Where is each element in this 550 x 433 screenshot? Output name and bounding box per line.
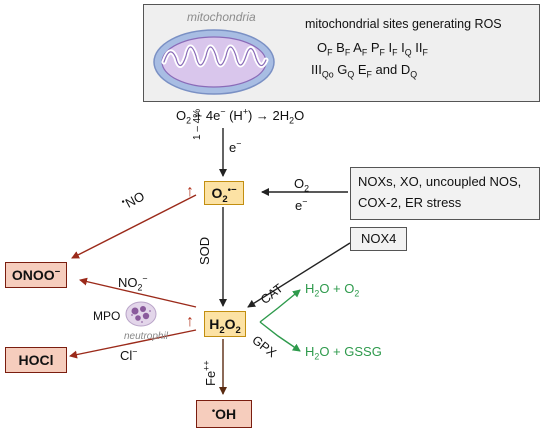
neutrophil-label: neutrophil xyxy=(124,331,168,342)
catalase-product: H2O + O2 xyxy=(305,281,360,299)
hydrogen-peroxide-box: H2O2 xyxy=(204,311,246,337)
electron-label-right: e− xyxy=(295,196,308,213)
neutrophil-icon xyxy=(125,301,157,327)
arrow-superoxide-to-onoo xyxy=(71,194,197,259)
mito-sites-title: mitochondrial sites generating ROS xyxy=(305,17,502,31)
arrow-h2o2-to-hocl xyxy=(69,329,197,359)
mito-sites-line1: OF BF AF PF IF IQ IIF xyxy=(317,40,428,58)
ros-sources-line2: COX-2, ER stress xyxy=(358,195,462,210)
mitochondrion-illustration xyxy=(153,29,275,95)
gpx-product: H2O + GSSG xyxy=(305,344,382,362)
sod-label: SOD xyxy=(197,236,212,265)
hypochlorous-acid-box: HOCl xyxy=(5,347,67,373)
h2o2-increase-arrow: ↑ xyxy=(186,313,194,330)
nox4-label: NOX4 xyxy=(361,231,397,246)
hydroxyl-radical-box: •OH xyxy=(196,400,252,428)
arrow-h2o2-to-onoo xyxy=(79,277,197,308)
ros-sources-box xyxy=(350,167,540,220)
electron-label-top: e− xyxy=(229,138,242,155)
mito-sites-line2: IIIQo GQ EF and DQ xyxy=(311,62,418,80)
iron-label: Fe++ xyxy=(201,360,218,386)
nitrite-label: NO2− xyxy=(118,273,148,293)
chloride-label: Cl− xyxy=(120,346,138,363)
arrow-cat xyxy=(259,289,301,323)
ros-sources-line1: NOXs, XO, uncoupled NOS, xyxy=(358,174,522,189)
mpo-label: MPO xyxy=(93,309,121,323)
superoxide-box: O2•− xyxy=(204,181,244,205)
arrow-gpx xyxy=(259,321,301,352)
nox4-box xyxy=(350,227,407,251)
superoxide-increase-arrow: ↑ xyxy=(186,183,194,200)
peroxynitrite-box: ONOO− xyxy=(5,262,67,288)
mitochondria-label: mitochondria xyxy=(187,10,256,24)
arrow-nox4-to-h2o2 xyxy=(247,242,351,308)
oxygen-reduction-equation: O2 + 4e− (H+) → 2H2O xyxy=(176,106,305,126)
o2-label-right: O2 xyxy=(294,176,310,194)
percent-label: 1 – 4% xyxy=(192,108,203,140)
